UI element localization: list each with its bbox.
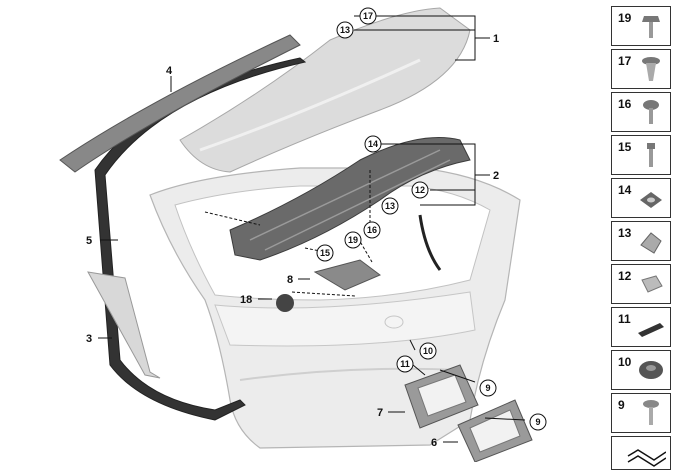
svg-text:19: 19 <box>348 235 358 245</box>
label-7: 7 <box>377 407 383 419</box>
square-nut-icon <box>640 192 662 208</box>
part-16: 16 <box>611 92 671 132</box>
gasket-profile-icon <box>627 449 666 467</box>
foam-strip-icon <box>638 323 664 337</box>
callout-10: 10 <box>419 342 437 360</box>
callout-9-upper: 9 <box>479 379 497 397</box>
callout-17: 17 <box>359 7 377 25</box>
torx-screw-icon <box>643 400 659 425</box>
svg-text:16: 16 <box>367 225 377 235</box>
hex-screw-icon <box>647 143 655 167</box>
part-number: 16 <box>618 97 632 111</box>
part-profile <box>611 436 671 470</box>
reinforcement-bracket <box>229 137 471 261</box>
emblem <box>384 315 404 329</box>
part-number: 19 <box>618 11 632 25</box>
part-13: 13 <box>611 221 671 261</box>
label-8: 8 <box>287 274 293 286</box>
svg-text:10: 10 <box>423 346 433 356</box>
cover-strip <box>87 271 161 379</box>
callout-14: 14 <box>364 135 382 153</box>
part-15: 15 <box>611 135 671 175</box>
wiring-harness <box>418 214 442 271</box>
plate-frame-7-inner <box>417 374 467 417</box>
part-19: 19 <box>611 6 671 46</box>
round-head-screw-icon <box>643 100 659 124</box>
bolt-with-flange-icon <box>642 16 660 38</box>
callout-9-lower: 9 <box>529 413 547 431</box>
part-10: 10 <box>611 350 671 390</box>
svg-text:9: 9 <box>485 383 490 393</box>
label-2: 2 <box>493 170 499 182</box>
svg-text:9: 9 <box>535 417 540 427</box>
part-14: 14 <box>611 178 671 218</box>
part-9: 9 <box>611 393 671 433</box>
label-18: 18 <box>240 294 252 306</box>
handle-bracket <box>313 259 381 291</box>
part-number: 17 <box>618 54 632 68</box>
part-number: 12 <box>618 269 632 283</box>
svg-text:13: 13 <box>340 25 350 35</box>
label-1: 1 <box>493 33 499 45</box>
callout-19: 19 <box>344 231 362 249</box>
label-4: 4 <box>166 65 173 77</box>
part-number: 10 <box>618 355 632 369</box>
tailgate-window-opening <box>174 185 491 301</box>
parts-sidebar: 19 17 16 15 14 13 12 <box>611 6 671 473</box>
expanding-rivet-icon <box>642 57 660 81</box>
reinforcement-ribs <box>249 149 451 251</box>
parts-diagram: 17 13 1 14 2 12 13 16 19 15 4 5 3 8 18 1… <box>59 7 547 462</box>
svg-text:12: 12 <box>415 185 425 195</box>
part-number: 13 <box>618 226 632 240</box>
callout-15: 15 <box>316 244 334 262</box>
clip-nut-icon <box>640 232 662 254</box>
leader-lines <box>98 15 526 443</box>
part-number: 11 <box>618 312 631 326</box>
svg-text:11: 11 <box>400 359 410 369</box>
part-number: 9 <box>618 398 625 412</box>
svg-text:15: 15 <box>320 248 330 258</box>
tailgate-trim-line <box>239 367 461 381</box>
part-number: 15 <box>618 140 632 154</box>
callout-13-mid: 13 <box>381 197 399 215</box>
svg-text:13: 13 <box>385 201 395 211</box>
upper-seal-strip <box>59 34 301 173</box>
svg-text:17: 17 <box>363 11 373 21</box>
part-11: 11 <box>611 307 671 347</box>
callout-11: 11 <box>396 355 414 373</box>
spring-clip-icon <box>641 275 663 293</box>
part-17: 17 <box>611 49 671 89</box>
label-5: 5 <box>86 235 92 247</box>
spoiler-highlight <box>199 58 421 152</box>
callout-13-top: 13 <box>336 21 354 39</box>
callout-16: 16 <box>363 221 381 239</box>
lock-cylinder <box>276 294 294 312</box>
part-12: 12 <box>611 264 671 304</box>
label-3: 3 <box>86 333 92 345</box>
part-number: 14 <box>618 183 632 197</box>
callout-12: 12 <box>411 181 429 199</box>
label-6: 6 <box>431 437 437 449</box>
plate-frame-6-inner <box>469 409 521 453</box>
svg-text:14: 14 <box>368 139 378 149</box>
grommet-icon <box>639 361 663 379</box>
